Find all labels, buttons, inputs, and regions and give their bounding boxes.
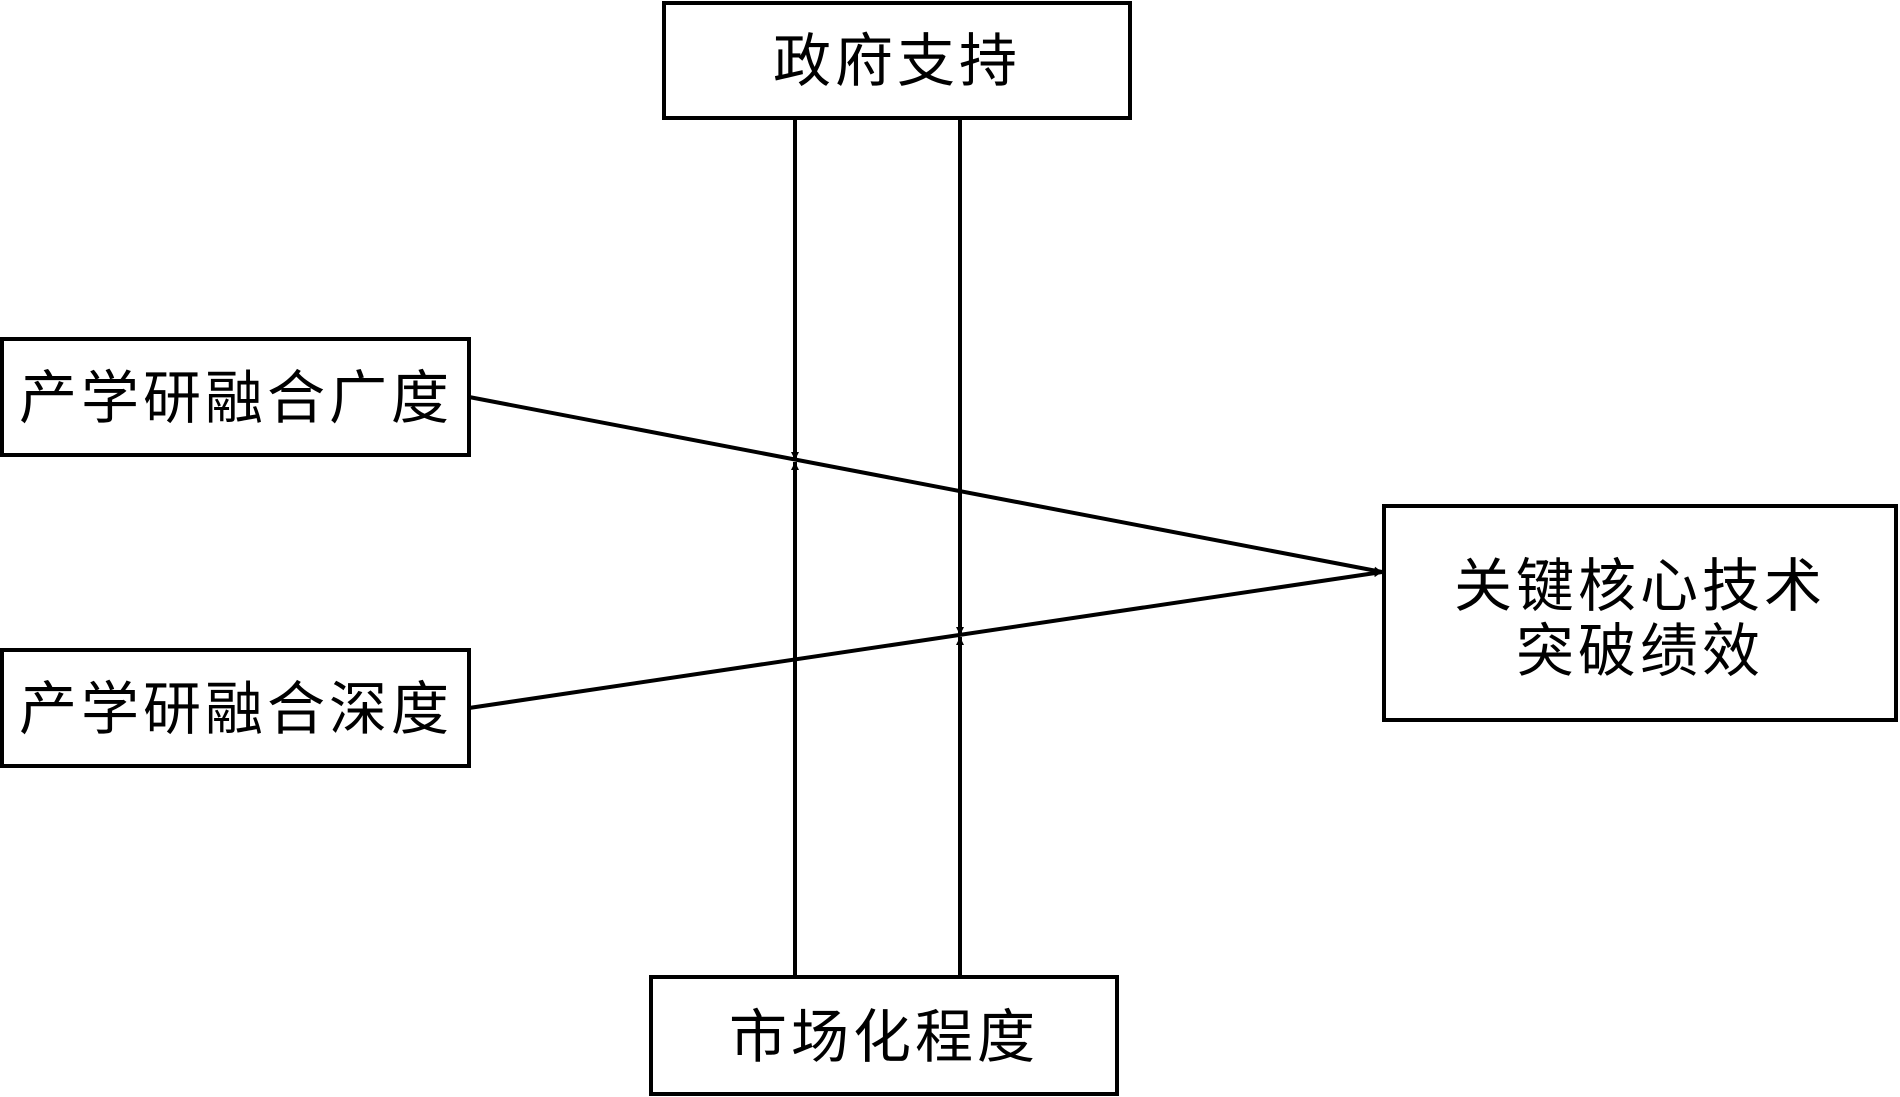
node-collab-depth-box [0, 648, 471, 768]
node-collab-breadth-box [0, 337, 471, 457]
node-collab-depth: 产学研融合深度 [0, 648, 471, 768]
node-government-support-box [662, 1, 1132, 120]
node-collab-breadth-label: 产学研融合广度 [19, 364, 453, 432]
node-government-support: 政府支持 [662, 1, 1132, 120]
node-collab-breadth: 产学研融合广度 [0, 337, 471, 457]
edge-depth-to-performance [468, 569, 1383, 710]
node-core-tech-performance: 关键核心技术 突破绩效 [1382, 504, 1898, 722]
node-collab-depth-label: 产学研融合深度 [19, 675, 453, 743]
node-marketization: 市场化程度 [649, 975, 1119, 1096]
node-marketization-box [649, 975, 1119, 1096]
node-government-support-label: 政府支持 [773, 27, 1021, 95]
node-marketization-label: 市场化程度 [729, 1003, 1039, 1071]
edges [468, 118, 1383, 977]
edge-breadth-to-performance [468, 395, 1383, 575]
node-core-tech-performance-box [1382, 504, 1898, 722]
node-core-tech-performance-line-1: 关键核心技术 [1454, 552, 1826, 620]
node-core-tech-performance-line-2: 突破绩效 [1516, 617, 1764, 685]
